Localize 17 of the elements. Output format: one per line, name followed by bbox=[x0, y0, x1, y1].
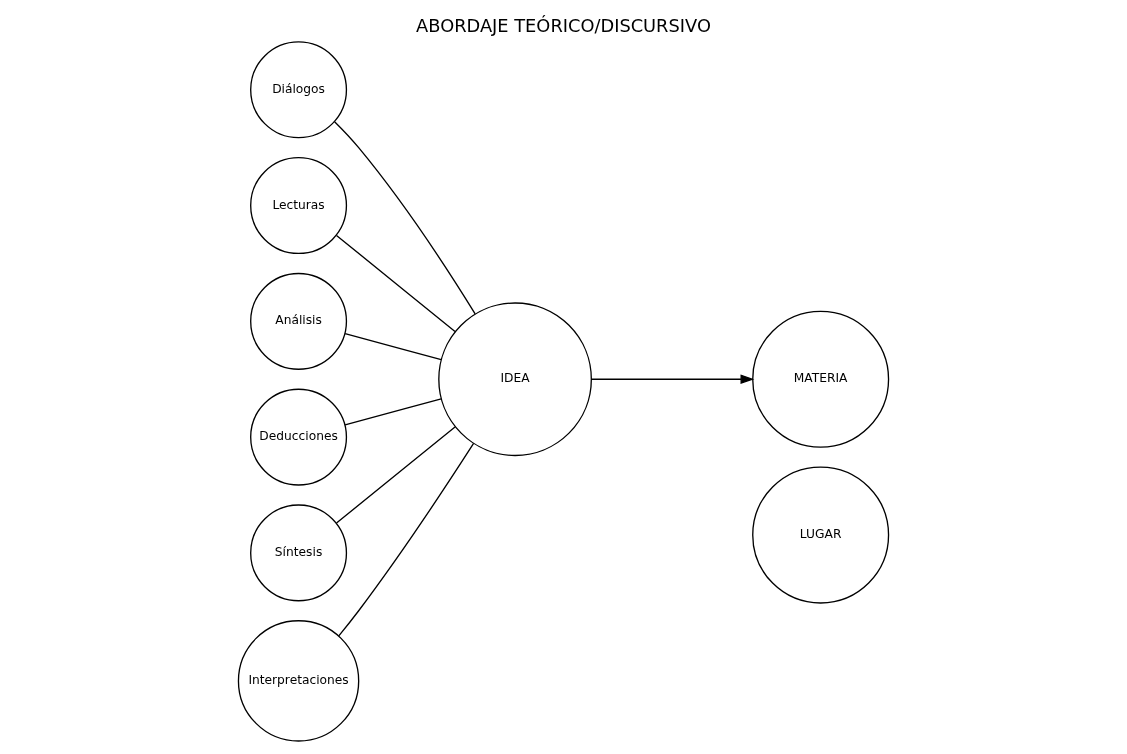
node-circle: IDEA bbox=[438, 302, 592, 457]
node-circle: Lecturas bbox=[250, 157, 348, 255]
node-circle: Análisis bbox=[250, 272, 348, 370]
connector bbox=[344, 332, 442, 361]
diagram-title: ABORDAJE TEÓRICO/DISCURSIVO bbox=[416, 14, 711, 36]
connector bbox=[338, 442, 475, 637]
node-circle: MATERIA bbox=[752, 310, 890, 448]
connector bbox=[333, 121, 476, 315]
connector bbox=[335, 234, 456, 333]
node-circle: LUGAR bbox=[752, 466, 890, 604]
node-circle: Interpretaciones bbox=[237, 620, 360, 742]
node-circle: Diálogos bbox=[250, 41, 348, 139]
connector bbox=[344, 398, 442, 426]
connector bbox=[335, 426, 456, 524]
node-circle: Síntesis bbox=[250, 504, 348, 602]
node-circle: Deducciones bbox=[250, 388, 348, 486]
arrow bbox=[590, 374, 755, 385]
